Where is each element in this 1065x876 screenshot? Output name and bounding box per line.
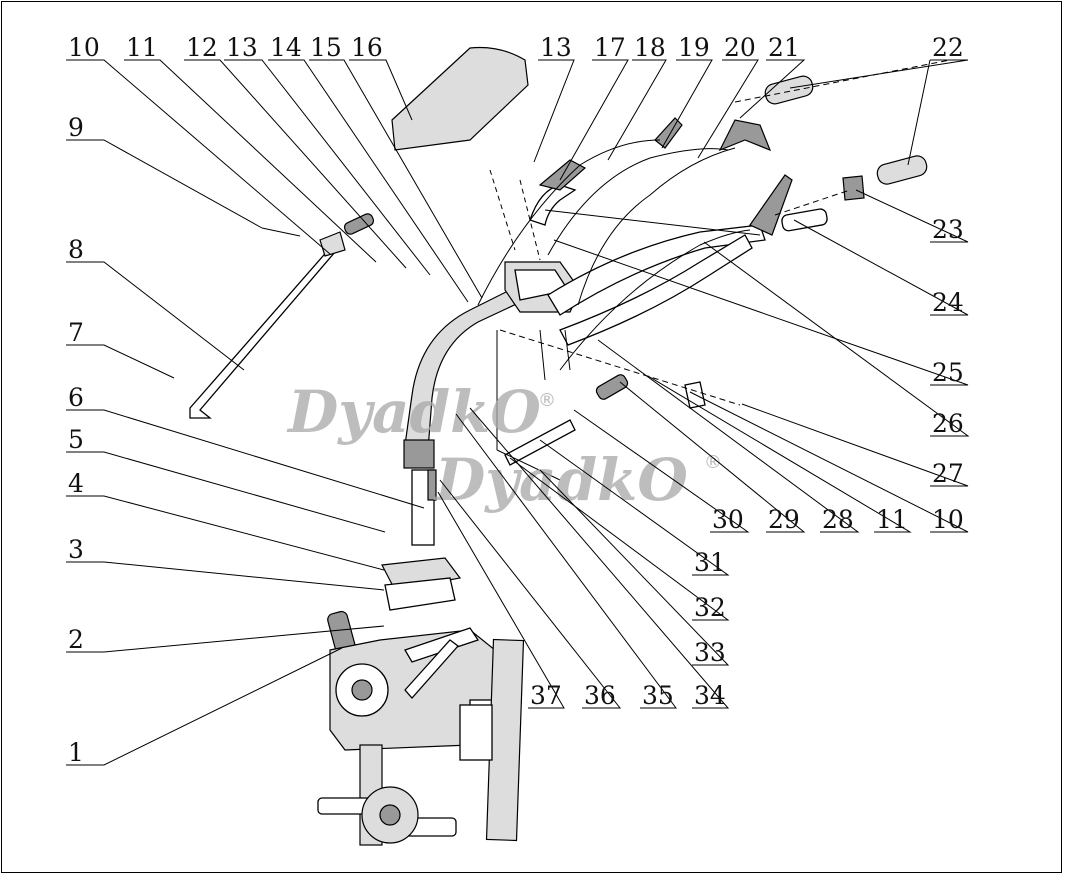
- callout-10: 10: [68, 33, 100, 62]
- callout-26: 26: [932, 409, 964, 438]
- callout-30: 30: [712, 505, 744, 534]
- callout-21: 21: [768, 33, 800, 62]
- watermark: DyadkO ® DyadkO ®: [286, 378, 722, 514]
- callout-7: 7: [68, 318, 84, 347]
- callout-27: 27: [932, 459, 964, 488]
- callout-36: 36: [584, 681, 616, 710]
- watermark-text-1: DyadkO: [286, 378, 541, 446]
- watermark-registered-1: ®: [538, 390, 556, 411]
- gear-shift-lever: [189, 213, 375, 419]
- callout-31: 31: [694, 548, 726, 577]
- callout-24: 24: [932, 288, 964, 317]
- callout-32: 32: [694, 593, 726, 622]
- callout-23: 23: [932, 215, 964, 244]
- callout-19: 19: [678, 33, 710, 62]
- callout-13-right: 13: [540, 33, 572, 62]
- callout-35: 35: [642, 681, 674, 710]
- leader-lines: [66, 59, 970, 766]
- callout-3: 3: [68, 535, 84, 564]
- callout-12: 12: [186, 33, 218, 62]
- callout-10-right: 10: [932, 505, 964, 534]
- callout-1: 1: [68, 738, 84, 767]
- callout-11-right: 11: [876, 505, 908, 534]
- callout-29: 29: [768, 505, 800, 534]
- callout-33: 33: [694, 638, 726, 667]
- callout-5: 5: [68, 425, 84, 454]
- callout-25: 25: [932, 358, 964, 387]
- callout-6: 6: [68, 383, 84, 412]
- callout-22: 22: [932, 33, 964, 62]
- callout-2: 2: [68, 625, 84, 654]
- callout-4: 4: [68, 469, 84, 498]
- callout-37: 37: [530, 681, 562, 710]
- callout-20: 20: [724, 33, 756, 62]
- callout-28: 28: [822, 505, 854, 534]
- callout-34: 34: [694, 681, 726, 710]
- handlebar-assembly: [391, 46, 951, 481]
- callout-8: 8: [68, 235, 84, 264]
- watermark-text-2: DyadkO: [433, 446, 688, 514]
- callout-14: 14: [270, 33, 302, 62]
- callout-labels: 10 11 12 13 14 15 16 9 8 7 6 5 4 3 2 1 1…: [68, 33, 964, 767]
- callout-9: 9: [68, 113, 84, 142]
- callout-15: 15: [310, 33, 342, 62]
- callout-11: 11: [126, 33, 158, 62]
- watermark-registered-2: ®: [704, 452, 722, 473]
- callout-17: 17: [594, 33, 626, 62]
- callout-16: 16: [351, 33, 383, 62]
- gearbox-assembly: [317, 469, 525, 846]
- callout-13: 13: [226, 33, 258, 62]
- callout-18: 18: [634, 33, 666, 62]
